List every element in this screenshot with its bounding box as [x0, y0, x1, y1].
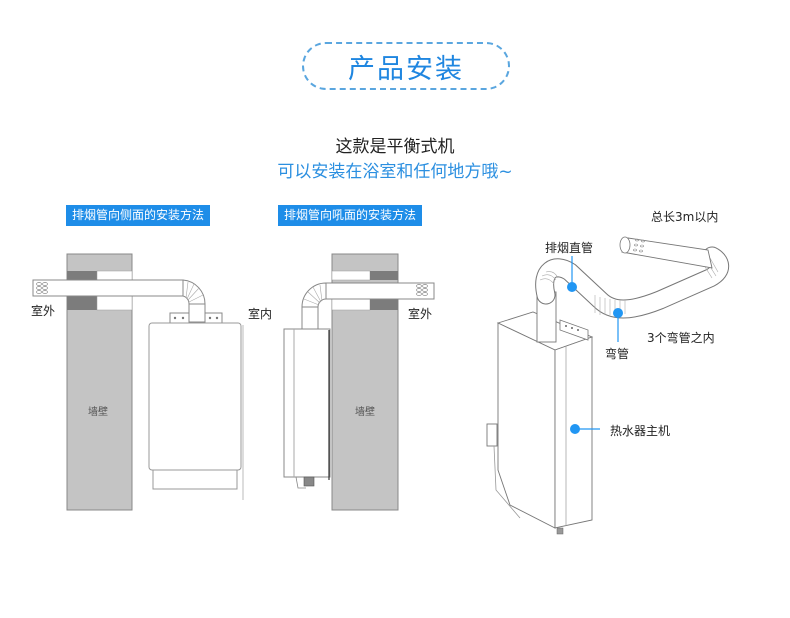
flue-pipe-horizontal [325, 282, 435, 300]
flue-elbow [182, 279, 206, 305]
water-fitting [303, 476, 315, 487]
vent-holes-icon [416, 284, 428, 296]
wall-opening-upper-light [96, 270, 133, 281]
diagram-side-exhaust [32, 253, 242, 511]
label-exhaust-straight-pipe: 排烟直管 [545, 241, 594, 255]
wall-opening-upper-dark [370, 271, 398, 280]
label-elbow-pipe: 弯管 [605, 347, 630, 361]
wall-opening-lower-light [96, 295, 133, 311]
label-wall: 墙壁 [355, 407, 375, 418]
flue-pipe-horizontal [32, 279, 184, 297]
label-indoor: 室内 [248, 307, 273, 321]
side-handle [486, 423, 498, 447]
title-pill: 产品安装 [302, 42, 510, 90]
vent-holes-icon [36, 282, 48, 294]
water-heater-base [152, 469, 238, 490]
label-outdoor: 室外 [408, 307, 433, 321]
label-elbow-limit: 3个弯管之内 [647, 331, 715, 345]
section-badge-rear-exhaust: 排烟管向吼面的安装方法 [278, 205, 423, 226]
flue-pipe-vertical [188, 303, 206, 323]
wall-opening-upper-light [331, 270, 371, 281]
water-heater-front [148, 322, 242, 471]
page-title: 产品安装 [348, 53, 464, 85]
mount-bracket-left [169, 312, 190, 324]
flue-pipe-vertical [301, 306, 319, 330]
label-wall: 墙壁 [88, 407, 108, 418]
water-heater-left-face [497, 322, 556, 529]
wall-opening-lower-dark [67, 296, 97, 310]
label-outdoor: 室外 [31, 304, 56, 318]
callout-dot-straight-pipe [567, 282, 577, 292]
section-badge-side-exhaust: 排烟管向侧面的安装方法 [66, 205, 211, 226]
diagram-rear-exhaust [242, 253, 435, 511]
mount-bracket-right [204, 312, 223, 324]
mount-bracket [559, 319, 589, 341]
subtitle-secondary: 可以安装在浴室和任何地方哦~ [277, 162, 513, 182]
callout-dot-heater [570, 424, 580, 434]
flue-elbow [301, 282, 327, 308]
water-heater-side [283, 328, 331, 478]
water-fitting [556, 527, 564, 535]
vent-holes-icon [633, 238, 645, 253]
diagram-3d-heater [486, 236, 730, 535]
label-heater-unit: 热水器主机 [610, 424, 671, 438]
subtitle-primary: 这款是平衡式机 [335, 137, 455, 157]
terminal-pipe [621, 237, 713, 269]
label-total-length: 总长3m以内 [651, 210, 719, 224]
wall-opening-upper-dark [67, 271, 97, 280]
callout-dot-elbow [613, 308, 623, 318]
